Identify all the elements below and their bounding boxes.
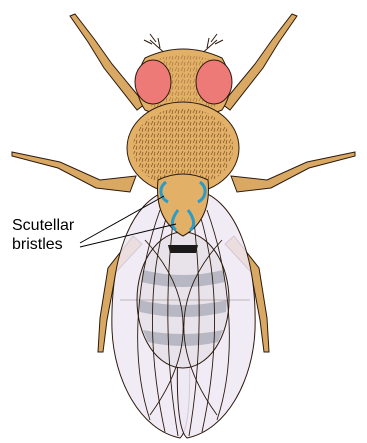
scutellar-label-line2: bristles [12,236,63,254]
mid-right-leg [231,152,355,192]
scutellar-label-line1: Scutellar [12,217,74,235]
front-left-leg [70,14,145,110]
right-eye [196,60,232,104]
left-eye [135,60,171,104]
front-right-leg [222,14,297,110]
mid-left-leg [12,152,136,192]
